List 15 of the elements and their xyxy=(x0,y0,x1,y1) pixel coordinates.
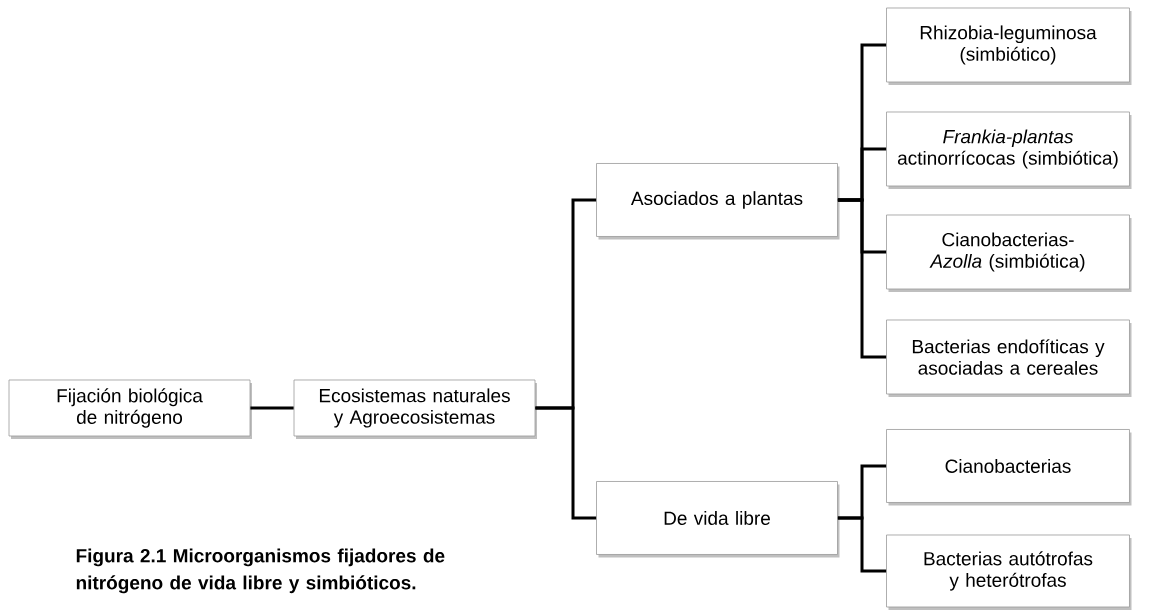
box: Bacterias endofíticas y asociadas a cereales xyxy=(886,319,1132,397)
box: Bacterias autótrofas y heterótrofas xyxy=(886,534,1132,610)
box: Rhizobia-leguminosa (simbiótico) xyxy=(886,7,1132,85)
box: Asociados a plantas xyxy=(596,163,840,240)
box: Fijación biológica de nitrógeno xyxy=(8,379,252,439)
box: Cianobacterias-Azolla (simbiótica) xyxy=(886,214,1132,292)
box: Cianobacterias xyxy=(886,429,1132,506)
box: De vida libre xyxy=(596,481,840,558)
connector xyxy=(250,406,294,410)
box: Frankia-plantas actinorrícocas (simbiótica) xyxy=(886,111,1132,189)
caption: Figura 2.1 Microorganismos fijadores de nitrógeno de vida libre y simbióticos. xyxy=(76,548,445,594)
box: Ecosistemas naturales y Agroecosistemas xyxy=(293,379,537,439)
connector xyxy=(535,406,597,520)
connector xyxy=(837,198,887,359)
connector xyxy=(837,516,887,573)
